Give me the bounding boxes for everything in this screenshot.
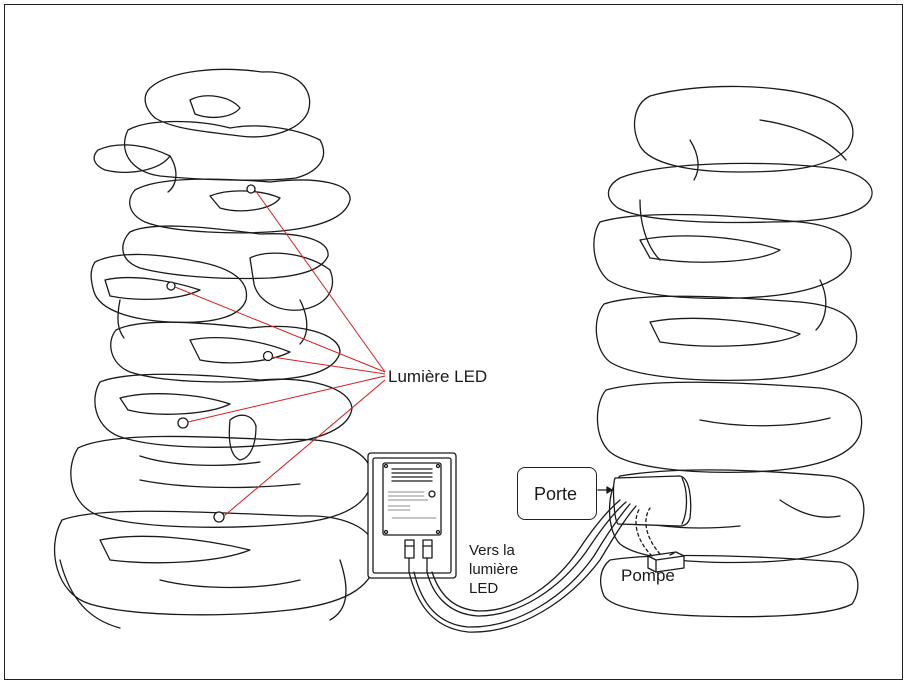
rock-fountain-back [593, 85, 873, 618]
cables [408, 499, 637, 633]
pump-hose-dashed [635, 507, 653, 557]
control-box [367, 452, 457, 579]
to-led-light-label: Vers la lumière LED [469, 541, 539, 598]
to-led-line-1: Vers la [469, 542, 515, 559]
pump-shape [647, 551, 685, 573]
to-led-line-2: lumière [469, 561, 519, 578]
to-led-line-3: LED [469, 580, 499, 597]
led-light-label: Lumière LED [388, 367, 488, 386]
led-leader-lines [174, 189, 386, 517]
door-box [517, 467, 597, 520]
door-label: Porte [534, 484, 578, 504]
pump-label: Pompe [621, 566, 675, 585]
